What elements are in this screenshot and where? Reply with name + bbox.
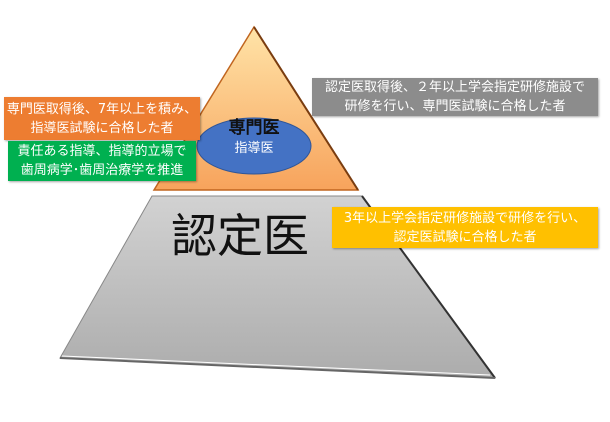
- green-callout: 責任ある指導、指導的立場で 歯周病学･歯周治療学を推進: [8, 141, 196, 181]
- callout-line: 3年以上学会指定研修施設で研修を行い、: [343, 210, 587, 226]
- callout-line: 専門医取得後、7年以上を積み、: [6, 101, 198, 117]
- orange-callout: 専門医取得後、7年以上を積み、 指導医試験に合格した者: [4, 97, 200, 140]
- instructor-ellipse: [196, 117, 312, 175]
- callout-line: 研修を行い、専門医試験に合格した者: [344, 99, 566, 114]
- gray-callout: 認定医取得後、２年以上学会指定研修施設で 研修を行い、専門医試験に合格した者: [312, 78, 598, 116]
- yellow-callout: 3年以上学会指定研修施設で研修を行い、 認定医試験に合格した者: [332, 207, 598, 248]
- callout-line: 認定医取得後、２年以上学会指定研修施設で: [324, 80, 585, 95]
- specialist-label: 専門医: [228, 118, 280, 138]
- callout-line: 責任ある指導、指導的立場で: [17, 144, 187, 159]
- callout-line: 指導医試験に合格した者: [30, 120, 174, 136]
- instructor-label: 指導医: [234, 141, 274, 156]
- callout-line: 歯周病学･歯周治療学を推進: [20, 163, 184, 178]
- certified-label: 認定医: [171, 209, 309, 263]
- callout-line: 認定医試験に合格した者: [393, 229, 537, 245]
